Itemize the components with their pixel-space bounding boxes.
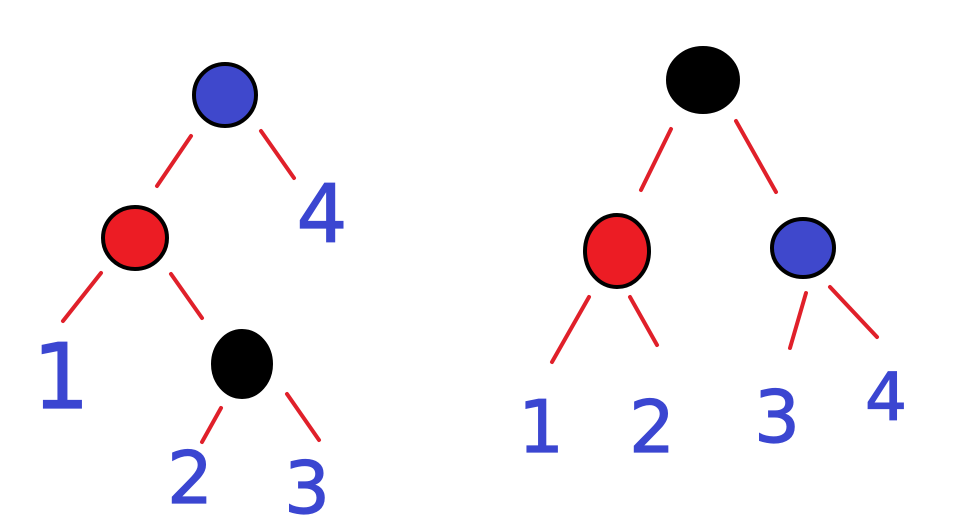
right-tree-edge-root-to-left-child [639,127,673,192]
left-tree-edge-root-to-left-child [155,134,193,188]
left-tree-edge-right-grandchild-to-leaf-3 [285,392,321,442]
left-tree-leaf-2-label: 2 [167,436,213,520]
left-tree-node-right-grandchild [211,329,273,399]
right-tree-edge-right-child-to-leaf-4 [828,285,879,339]
right-tree-leaf-2-label: 2 [629,385,675,469]
left-tree: 4 1 2 3 [32,62,348,521]
left-tree-edge-right-grandchild-to-leaf-2 [200,406,223,444]
right-tree-node-root [666,46,740,114]
right-tree-edge-left-child-to-leaf-1 [550,295,591,364]
right-tree-edge-root-to-right-child [734,119,778,194]
left-tree-leaf-1-label: 1 [32,325,89,430]
right-tree-edge-left-child-to-leaf-2 [628,295,659,347]
left-tree-edge-root-to-leaf-4 [259,129,296,180]
right-tree: 1 2 3 4 [517,46,908,470]
right-tree-leaf-4-label: 4 [865,359,907,436]
right-tree-edge-right-child-to-leaf-3 [788,291,808,350]
left-tree-edge-left-child-to-leaf-1 [61,271,103,323]
right-tree-node-left-child [583,213,651,289]
left-tree-node-left-child [101,205,169,271]
left-tree-leaf-3-label: 3 [284,446,330,521]
right-tree-leaf-3-label: 3 [754,375,800,459]
left-tree-node-root [192,62,258,128]
left-tree-leaf-4-label: 4 [297,168,348,261]
right-tree-node-right-child [770,217,836,279]
left-tree-edge-left-child-to-right-grandchild [169,272,204,320]
right-tree-leaf-1-label: 1 [518,385,564,469]
